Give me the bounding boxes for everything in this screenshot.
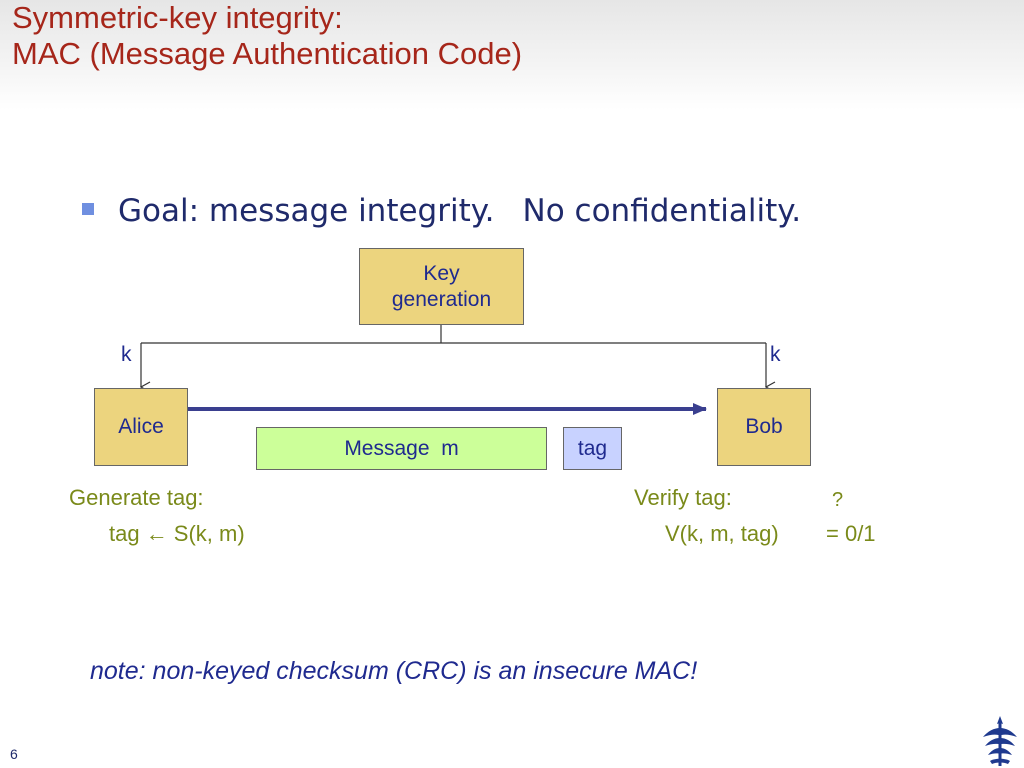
generate-tag-formula: tag ← S(k, m) — [109, 521, 245, 546]
title-band — [0, 0, 1024, 110]
key-generation-box: Key generation — [359, 248, 524, 325]
generate-tag-title: Generate tag: — [69, 485, 204, 510]
bullet-goal-part-1: Goal: message integrity. — [118, 193, 495, 229]
page-number: 6 — [10, 746, 18, 762]
slide-title: Symmetric-key integrity: MAC (Message Au… — [12, 0, 522, 72]
verify-tag-formula: V(k, m, tag) — [665, 521, 779, 546]
slide-title-line-1: Symmetric-key integrity: — [12, 0, 343, 35]
key-label-right: k — [770, 343, 781, 366]
insecure-mac-note: note: non-keyed checksum (CRC) is an ins… — [90, 657, 698, 685]
square-bullet-icon — [82, 203, 94, 215]
bob-box: Bob — [717, 388, 811, 466]
message-box: Message m — [256, 427, 547, 470]
bullet-goal-text: Goal: message integrity. No confidentiali… — [118, 189, 801, 233]
verify-question-mark: ? — [832, 489, 844, 511]
slide-title-line-2: MAC (Message Authentication Code) — [12, 36, 523, 71]
university-emblem-icon — [983, 716, 1017, 766]
verify-result: = 0/1 — [826, 521, 876, 546]
bullet-goal-part-2: No confidentiality. — [522, 193, 802, 229]
tag-box: tag — [563, 427, 622, 470]
alice-box: Alice — [94, 388, 188, 466]
key-label-left: k — [121, 343, 132, 366]
key-generation-line-2: generation — [391, 287, 492, 311]
key-generation-line-1: Key — [423, 261, 460, 285]
verify-tag-title: Verify tag: — [634, 485, 732, 510]
